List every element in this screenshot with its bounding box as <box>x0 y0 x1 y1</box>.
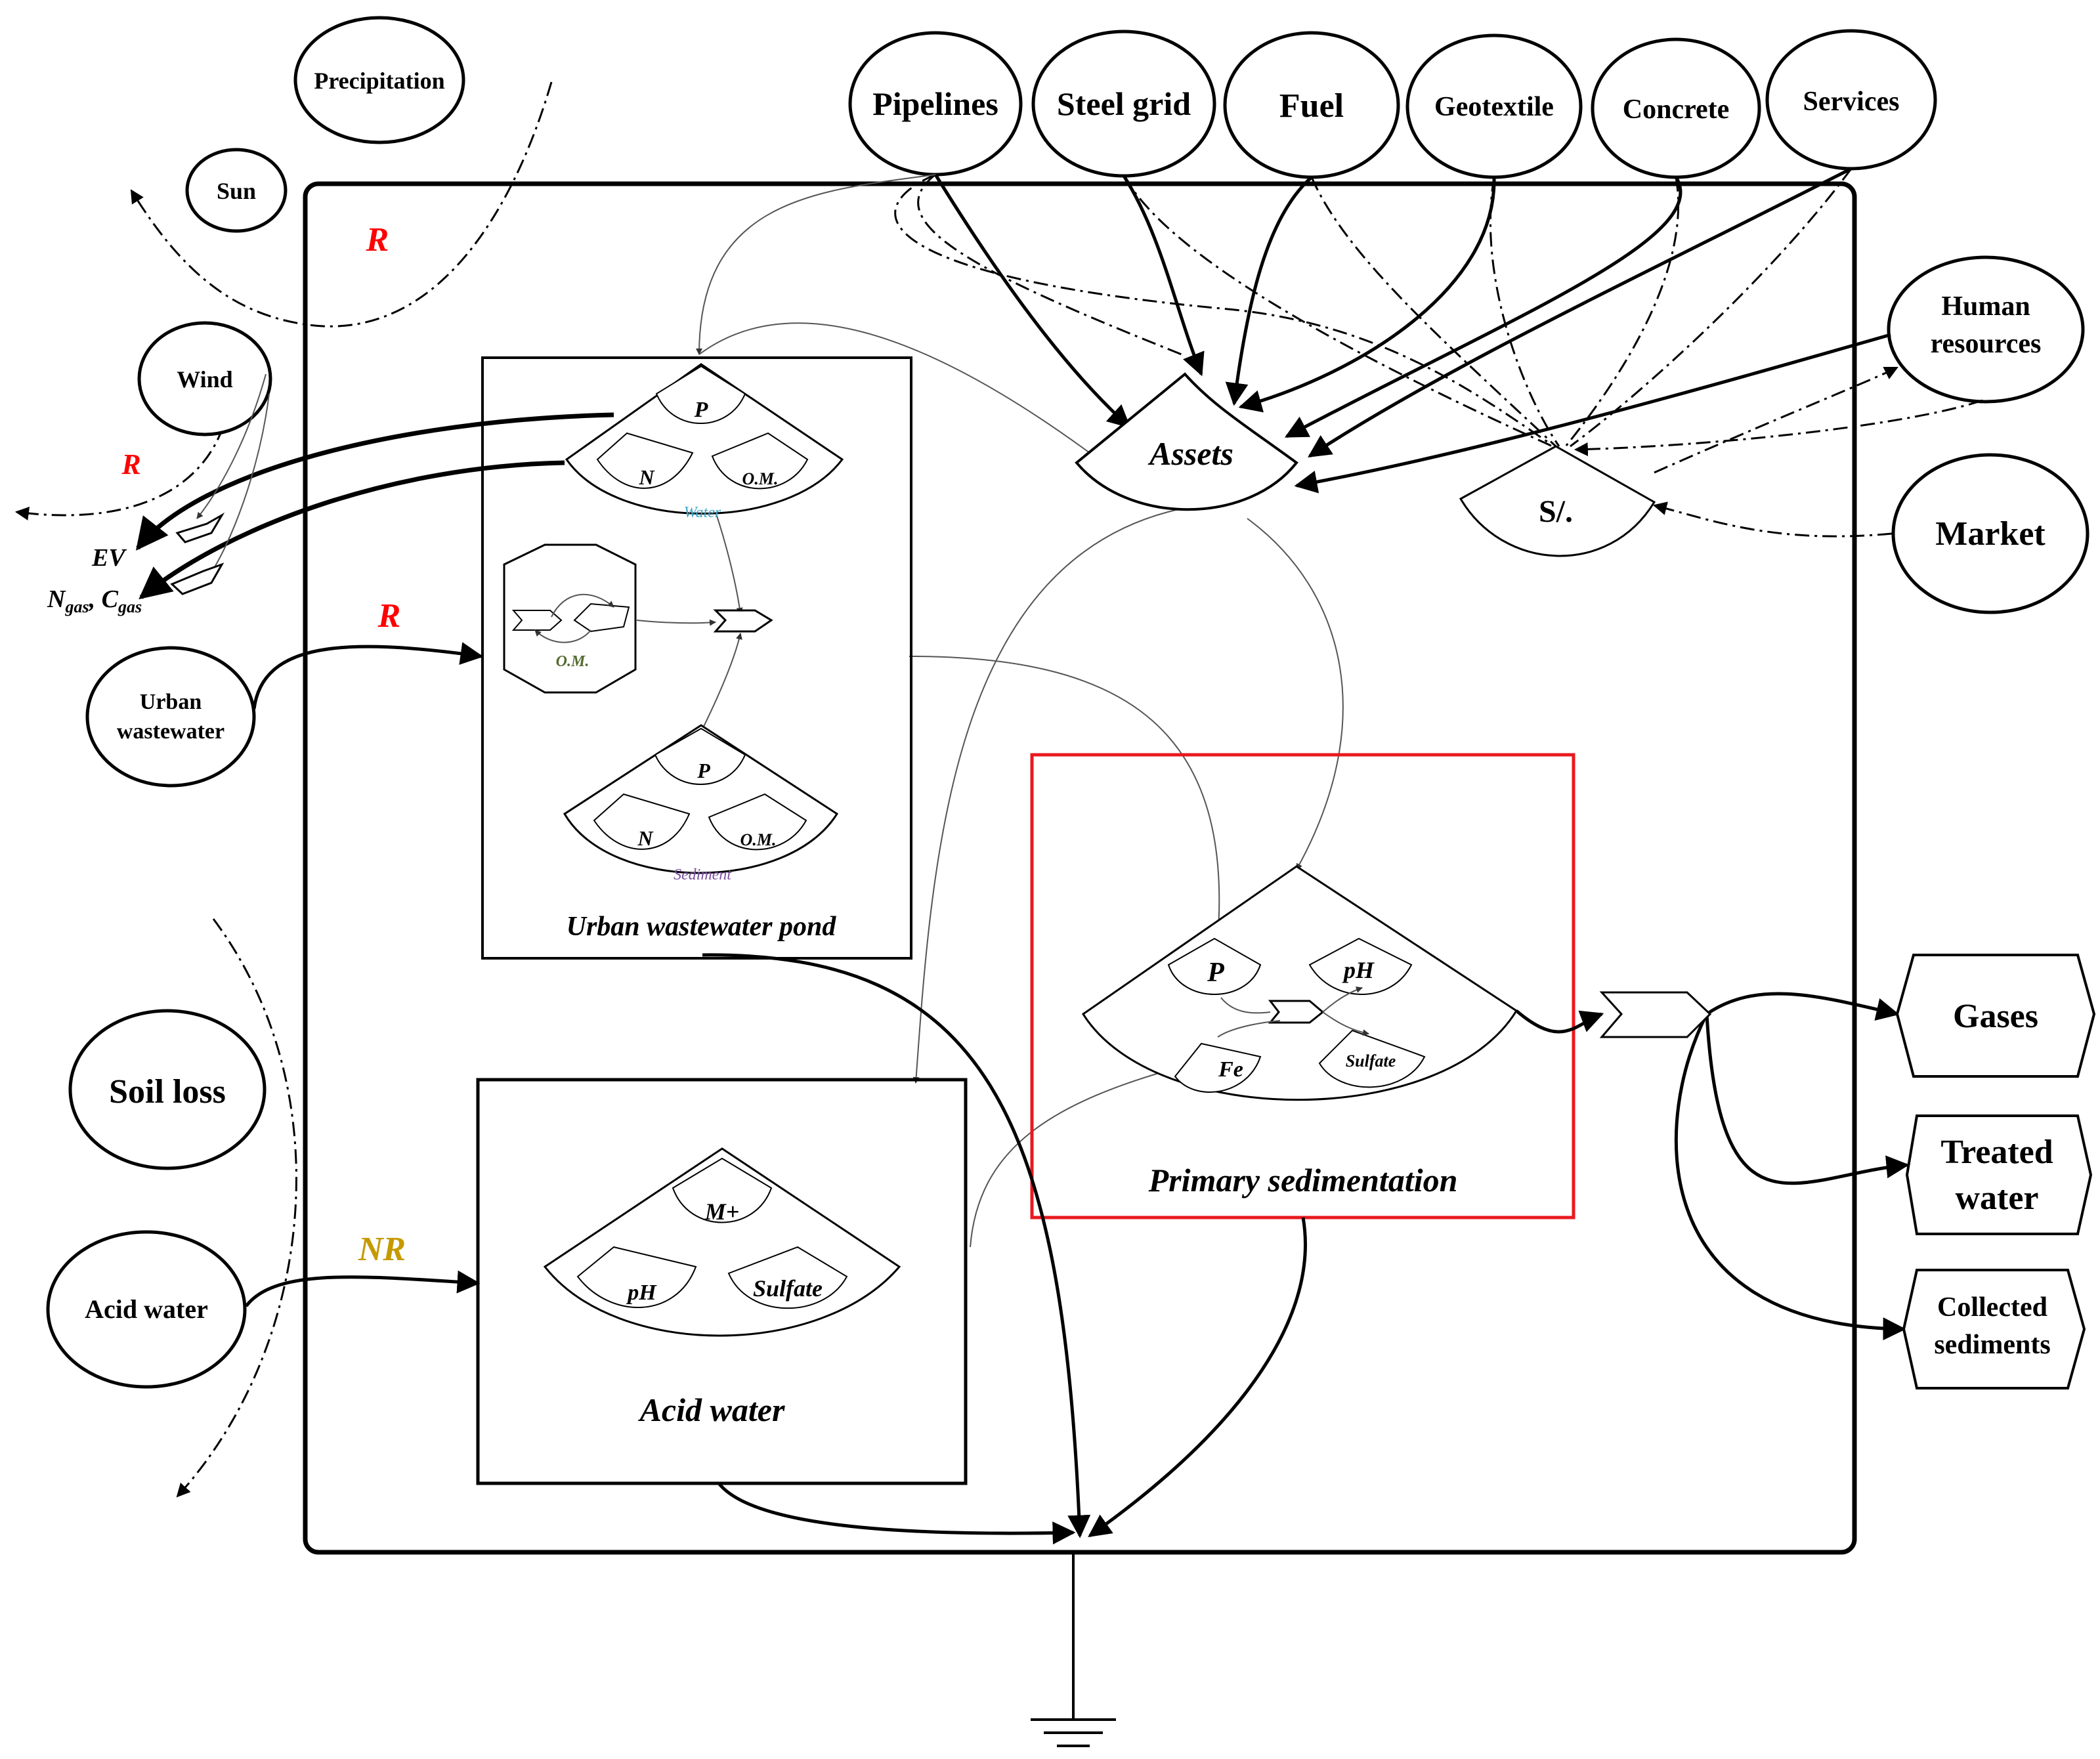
steel-grid-source: Steel grid <box>1031 30 1216 178</box>
geotextile-label: Geotextile <box>1434 92 1554 122</box>
treated-line2: water <box>1955 1179 2038 1217</box>
services-source: Services <box>1765 29 1937 171</box>
wind-source: Wind <box>137 321 272 436</box>
acid-ph: pH <box>626 1281 657 1305</box>
urban-label-line1: Urban <box>140 690 202 714</box>
urban-wastewater-source: Urban wastewater <box>85 646 256 788</box>
pond-sediment-label: Sediment <box>674 866 732 883</box>
pond-sed-p: P <box>696 759 710 782</box>
services-label: Services <box>1803 87 1900 117</box>
pipelines-label: Pipelines <box>872 85 998 122</box>
urban-wastewater-pond: Urban wastewater pond P N O.M. Water O.M… <box>481 356 912 960</box>
pond-water-p: P <box>694 398 708 422</box>
output-flows <box>1515 992 1910 1341</box>
gases-output: Gases <box>1895 954 2096 1078</box>
heat-sink <box>1031 1552 1116 1747</box>
money-storage: S/. <box>1459 445 1656 557</box>
pond-title: Urban wastewater pond <box>567 912 837 942</box>
precipitation-source: Precipitation <box>293 16 465 144</box>
cgas-c: , C <box>89 585 119 613</box>
concrete-source: Concrete <box>1591 37 1761 179</box>
acid-water-source: Acid water <box>46 1230 247 1389</box>
primary-ph: pH <box>1342 957 1375 983</box>
output-interaction <box>1599 991 1712 1038</box>
collected-line1: Collected <box>1937 1292 2047 1323</box>
acid-water-box: Acid water M+ pH Sulfate <box>476 1078 968 1485</box>
sun-label: Sun <box>217 178 256 204</box>
geotextile-source: Geotextile <box>1405 33 1583 179</box>
ngas-sub: gas <box>64 597 89 616</box>
ngas-n: N <box>47 585 66 613</box>
assets-label: Assets <box>1147 435 1233 472</box>
urban-label-line2: wastewater <box>117 719 225 744</box>
urban-inflow <box>252 642 484 710</box>
primary-p: P <box>1207 958 1224 988</box>
gas-interaction <box>170 562 225 595</box>
assets-storage: Assets <box>1075 372 1298 511</box>
primary-interaction <box>1268 1000 1325 1024</box>
system-boundary <box>303 181 1857 1555</box>
pond-water-om: O.M. <box>742 469 779 488</box>
pond-water-n: N <box>638 465 655 489</box>
wind-to-gas <box>209 393 270 575</box>
acid-box-title: Acid water <box>638 1391 785 1428</box>
steel-grid-label: Steel grid <box>1057 85 1191 122</box>
precipitation-label: Precipitation <box>314 68 444 94</box>
gas-label: Ngas, Cgas <box>47 585 142 616</box>
acid-inflow <box>245 1270 481 1307</box>
pipelines-source: Pipelines <box>848 31 1023 177</box>
treated-line1: Treated <box>1940 1134 2053 1171</box>
primary-title: Primary sedimentation <box>1148 1162 1458 1198</box>
soil-loss-label: Soil loss <box>109 1073 226 1111</box>
sink-flows <box>702 953 1307 1545</box>
collected-line2: sediments <box>1934 1330 2050 1360</box>
r-label-top: R <box>366 221 389 259</box>
fuel-label: Fuel <box>1279 87 1344 125</box>
treated-water-output: Treated water <box>1905 1114 2093 1235</box>
primary-fe: Fe <box>1218 1057 1243 1082</box>
acid-m-plus: M+ <box>704 1198 740 1225</box>
primary-sedimentation-box: Primary sedimentation P pH Fe Sulfate <box>1030 753 1575 1219</box>
pond-sed-om: O.M. <box>740 830 777 849</box>
pond-sediment-storage: P N O.M. Sediment <box>563 724 839 883</box>
r-label-urban: R <box>377 597 401 635</box>
wind-label: Wind <box>177 366 232 392</box>
money-label: S/. <box>1539 494 1573 529</box>
concrete-label: Concrete <box>1623 95 1729 125</box>
wind-arc <box>14 426 225 520</box>
human-label-line2: resources <box>1931 329 2042 359</box>
dashdot-feedback-lines <box>894 168 1983 538</box>
thin-internal-flows <box>636 174 1344 1248</box>
asset-input-flows <box>933 167 1891 494</box>
gases-label: Gases <box>1953 998 2038 1035</box>
gas-flow <box>139 460 565 600</box>
ev-label: EV <box>91 544 127 572</box>
precipitation-arc <box>130 81 553 328</box>
market-label: Market <box>1935 515 2046 553</box>
ev-interaction <box>175 512 225 543</box>
market-source: Market <box>1891 453 2089 614</box>
fuel-source: Fuel <box>1223 31 1400 179</box>
pond-om-module: O.M. <box>503 543 637 694</box>
r-label-wind: R <box>121 448 140 480</box>
cgas-sub: gas <box>118 597 142 616</box>
nr-label-acid: NR <box>358 1231 406 1268</box>
human-label-line1: Human <box>1941 291 2030 322</box>
primary-sulfate: Sulfate <box>1346 1051 1396 1070</box>
acid-sulfate: Sulfate <box>753 1275 823 1302</box>
sun-source: Sun <box>185 148 288 233</box>
wind-to-ev <box>196 373 267 519</box>
pond-sed-n: N <box>637 826 654 850</box>
soil-arc <box>176 918 297 1498</box>
ev-flow <box>135 412 614 551</box>
soil-loss-source: Soil loss <box>68 1009 267 1170</box>
pond-water-storage: P N O.M. Water <box>565 363 844 521</box>
human-resources-source: Human resources <box>1887 255 2085 404</box>
pond-interaction <box>713 609 773 633</box>
collected-sediments-output: Collected sediments <box>1902 1269 2086 1389</box>
acid-water-source-label: Acid water <box>85 1294 208 1324</box>
pond-om-label: O.M. <box>556 653 589 670</box>
pond-water-label: Water <box>684 504 721 521</box>
